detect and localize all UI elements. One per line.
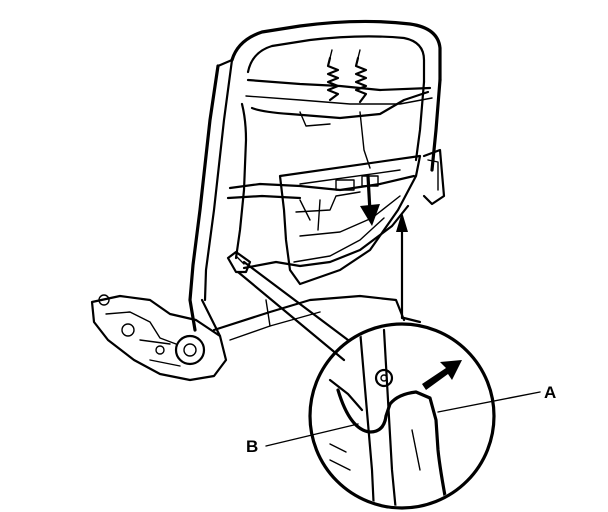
up-arrow [396,212,408,320]
callout-b: B [246,423,359,456]
seat-back-lower-frame [200,294,406,341]
wire-support [226,90,430,260]
callout-a: A [437,383,556,413]
detail-view-circle [308,322,496,510]
callout-b-label: B [246,437,258,456]
callout-a-label: A [544,383,556,402]
seat-back-outer-frame [188,19,442,332]
down-arrow [360,174,380,226]
detail-leader-lines [236,260,422,362]
push-direction-arrow [422,360,462,390]
left-hook-detail [226,250,252,274]
lower-wire [242,204,410,270]
right-side-bracket [422,148,446,206]
recliner-mechanism [90,294,228,382]
upper-springs [326,49,368,104]
